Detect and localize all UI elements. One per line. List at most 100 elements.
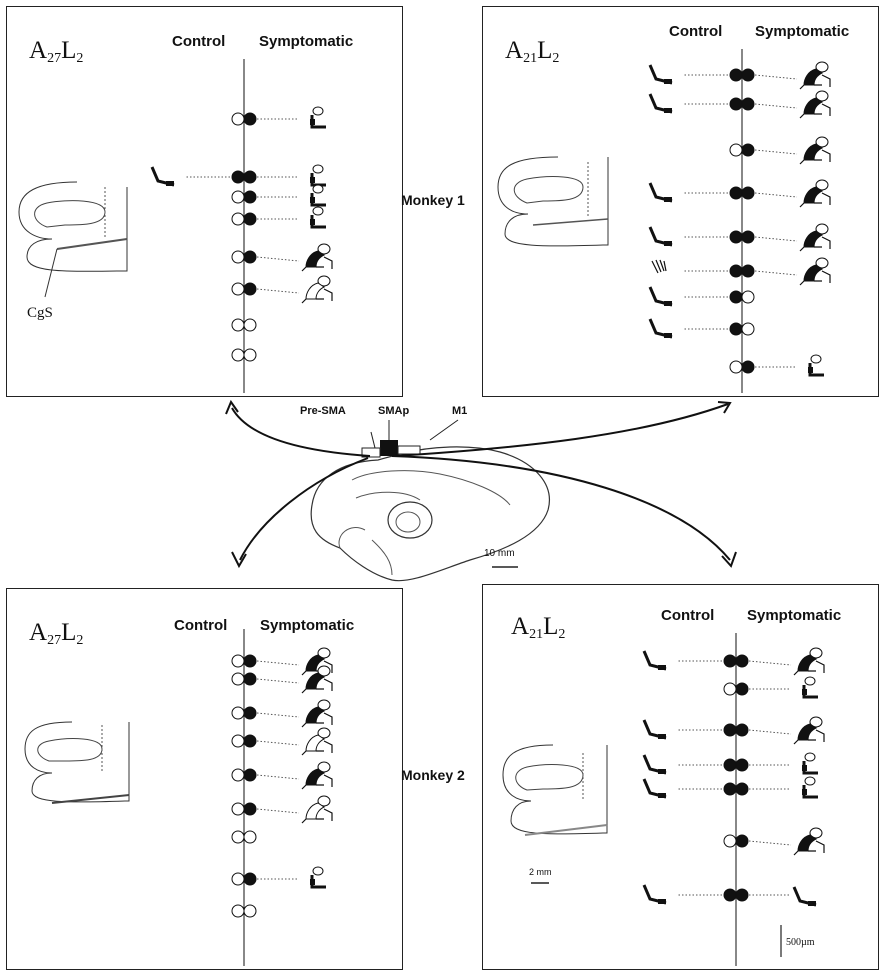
arm-band <box>658 734 666 739</box>
arm-band <box>310 219 315 225</box>
control-site-dot <box>231 348 245 362</box>
symptom-figure <box>310 184 326 207</box>
head <box>317 795 331 807</box>
limbs <box>301 774 333 790</box>
arrow-to-m2-a27 <box>239 457 369 561</box>
symptom-figure <box>799 136 831 165</box>
symptomatic-site-dot <box>243 112 257 126</box>
symptomatic-heading: Symptomatic <box>755 23 850 40</box>
symptom-leader <box>256 256 300 262</box>
symptomatic-site-dot <box>243 706 257 720</box>
symptom-figure <box>301 665 333 694</box>
body <box>803 186 823 204</box>
symptom-figure <box>310 106 326 129</box>
scale-label-500um: 500µm <box>786 937 815 948</box>
head <box>317 699 331 711</box>
control-site-dot <box>723 782 737 796</box>
symptomatic-site-dot <box>243 872 257 886</box>
symptom-figure <box>799 179 831 208</box>
symptomatic-site-dot <box>243 734 257 748</box>
limbs <box>799 149 831 165</box>
smap-label: SMAp <box>378 405 410 417</box>
control-site-dot <box>729 68 743 82</box>
brainstem-line <box>371 539 393 576</box>
panel-monkey2-a27: A27L2 Control Symptomatic <box>6 588 403 970</box>
symptom-figure <box>792 886 817 907</box>
control-site-dot <box>729 143 743 157</box>
brain-outline <box>310 446 550 582</box>
symptomatic-heading: Symptomatic <box>260 617 355 634</box>
head <box>317 761 331 773</box>
symptom-leader <box>754 192 798 198</box>
symptom-leader <box>754 74 798 80</box>
symptom-figure <box>793 647 825 676</box>
symptomatic-site-dot <box>243 654 257 668</box>
cgs-label: CgS <box>27 305 53 321</box>
limbs <box>301 740 333 756</box>
limbs <box>301 256 333 272</box>
control-figure <box>651 259 667 274</box>
symptomatic-site-dot <box>243 830 257 844</box>
sulcus-outline <box>515 764 584 791</box>
control-figure <box>642 650 667 671</box>
limbs <box>793 840 825 856</box>
control-site-dot <box>729 230 743 244</box>
symptom-figure <box>799 61 831 90</box>
control-site-dot <box>723 888 737 902</box>
body <box>797 834 817 852</box>
limbs <box>793 729 825 745</box>
control-site-dot <box>231 190 245 204</box>
pre-sma-region <box>361 447 381 458</box>
control-site-dot <box>231 768 245 782</box>
symptomatic-site-dot <box>741 143 755 157</box>
symptomatic-site-dot <box>243 768 257 782</box>
control-site-dot <box>231 282 245 296</box>
control-heading: Control <box>669 23 723 40</box>
control-heading: Control <box>174 617 228 634</box>
sulcus-outline <box>37 738 103 762</box>
limbs <box>799 103 831 119</box>
smap-region <box>380 440 398 456</box>
limbs <box>301 288 333 304</box>
symptomatic-site-dot <box>243 170 257 184</box>
section-label: A27L2 <box>29 619 84 648</box>
control-site-dot <box>723 758 737 772</box>
symptom-figure <box>301 795 333 824</box>
symptom-figure <box>799 223 831 252</box>
symptom-leader <box>754 270 798 276</box>
symptomatic-site-dot <box>735 782 749 796</box>
cgs-sulcus <box>532 218 609 226</box>
control-site-dot <box>723 723 737 737</box>
symptom-leader <box>256 288 300 294</box>
head <box>312 164 324 174</box>
control-figure <box>648 318 673 339</box>
temporal-line <box>338 527 366 549</box>
head <box>317 243 331 255</box>
brain-sulcus <box>355 491 421 501</box>
arm-band <box>664 79 672 84</box>
control-site-dot <box>231 706 245 720</box>
control-heading: Control <box>172 33 226 50</box>
head <box>815 61 829 73</box>
section-label: A21L2 <box>511 613 566 642</box>
control-site-dot <box>729 322 743 336</box>
symptom-figure <box>301 761 333 790</box>
head <box>317 727 331 739</box>
limbs <box>301 808 333 824</box>
body <box>305 802 325 820</box>
symptomatic-heading: Symptomatic <box>259 33 354 50</box>
control-site-dot <box>231 734 245 748</box>
cortex-outline <box>24 721 130 803</box>
control-site-dot <box>729 97 743 111</box>
m1-pointer <box>429 419 459 441</box>
symptom-leader <box>754 149 798 155</box>
control-site-dot <box>231 802 245 816</box>
symptom-figure <box>301 727 333 756</box>
arm-band <box>664 333 672 338</box>
limbs <box>301 678 333 694</box>
symptom-leader <box>256 660 300 666</box>
limbs <box>799 236 831 252</box>
symptomatic-site-dot <box>735 834 749 848</box>
brain-ventricle-inner <box>395 511 421 533</box>
cgs-sulcus <box>51 794 130 804</box>
